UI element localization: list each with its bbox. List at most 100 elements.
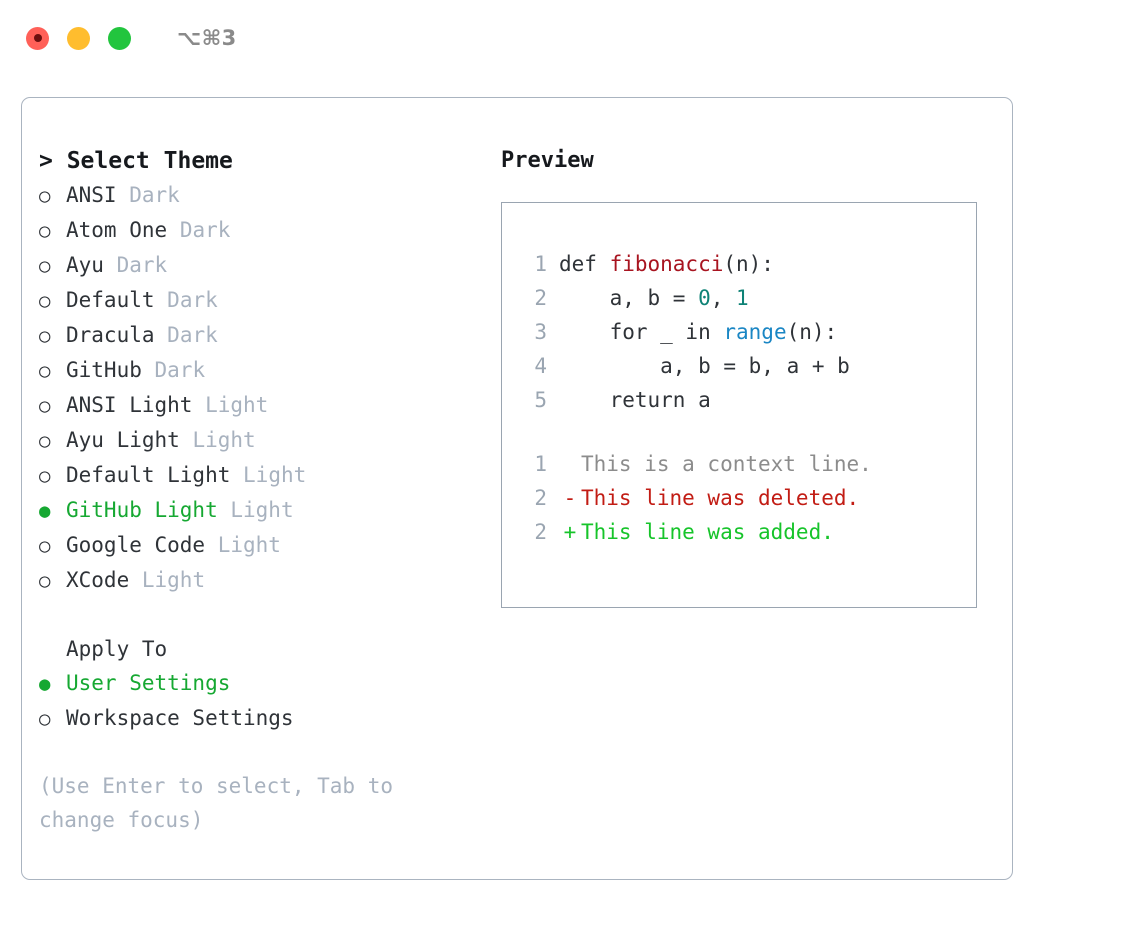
radio-unselected-icon[interactable]: ○ [39,220,51,242]
theme-variant-label: Dark [129,183,180,207]
code-token-plain: (n): [786,320,838,344]
label-separator [218,493,231,527]
radio-unselected-icon[interactable]: ○ [39,290,51,312]
code-line-text: a, b = b, a + b [547,349,850,383]
theme-list-item[interactable]: ○ Atom One Dark [39,213,501,248]
theme-list-item[interactable]: ○ Dracula Dark [39,318,501,353]
code-token-plain: return a [559,388,711,412]
code-line-number: 4 [534,354,547,378]
diff-line-number: 1 [534,452,547,476]
code-line-text: for _ in range(n): [547,315,838,349]
diff-line: 2-This line was deleted. [502,481,976,515]
code-line-number: 3 [534,320,547,344]
theme-name-label: ANSI Light [66,393,193,417]
radio-unselected-icon[interactable]: ○ [39,465,51,487]
radio-selected-icon[interactable]: ● [39,673,51,695]
radio-unselected-icon[interactable]: ○ [39,185,51,207]
theme-name-label: GitHub [66,358,142,382]
radio-selected-icon[interactable]: ● [39,500,51,522]
theme-variant-label: Dark [154,358,206,382]
radio-unselected-icon[interactable]: ○ [39,430,51,452]
main-panel: > Select Theme ○ANSI Dark○Atom One Dark○… [21,97,1013,880]
close-button-icon[interactable] [26,26,49,50]
radio-unselected-icon[interactable]: ○ [39,708,51,730]
radio-unselected-icon[interactable]: ○ [39,535,51,557]
theme-list-item[interactable]: ○ GitHub Dark [39,353,501,388]
theme-name-label: Ayu Light [66,428,180,452]
apply-to-options[interactable]: ● User Settings ○Workspace Settings [39,666,501,736]
diff-line-text: This line was deleted. [581,486,860,510]
theme-list-item[interactable]: ○Ayu Dark [39,248,501,283]
theme-variant-label: Light [141,568,206,592]
label-separator [205,528,218,562]
apply-to-label: User Settings [66,671,231,695]
code-token-call: range [723,320,787,344]
theme-variant-label: Light [205,393,269,417]
theme-list-item[interactable]: ○ Ayu Light Light [39,423,501,458]
theme-variant-label: Dark [167,288,218,312]
theme-selection-column: > Select Theme ○ANSI Dark○Atom One Dark○… [39,144,501,837]
theme-list-item[interactable]: ○ ANSI Dark [39,178,501,213]
code-line-text: return a [547,383,711,417]
label-separator [180,423,193,457]
theme-name-label: XCode [66,568,130,592]
label-separator [167,213,180,247]
theme-name-label: Dracula [66,323,155,347]
theme-list-item[interactable]: ○ XCode Light [39,563,501,598]
code-line: 3 for _ in range(n): [502,315,976,349]
code-token-num: 0 [698,286,711,310]
theme-list[interactable]: ○ANSI Dark○Atom One Dark○Ayu Dark○Defaul… [39,178,501,598]
apply-to-option[interactable]: ● User Settings [39,666,501,701]
theme-name-label: Atom One [66,218,168,242]
diff-line-text: This line was added. [581,520,834,544]
diff-sample: 1 This is a context line. 2-This line was… [502,447,976,549]
radio-unselected-icon[interactable]: ○ [39,570,51,592]
radio-unselected-icon[interactable]: ○ [39,255,51,277]
radio-unselected-icon[interactable]: ○ [39,395,51,417]
code-line: 2 a, b = 0, 1 [502,281,976,315]
code-token-plain: (n): [723,252,774,276]
diff-line-number: 2 [534,486,547,510]
radio-unselected-icon[interactable]: ○ [39,360,51,382]
theme-variant-label: Dark [167,323,218,347]
label-separator [104,248,117,282]
theme-list-item[interactable]: ○Default Dark [39,283,501,318]
panel-columns: > Select Theme ○ANSI Dark○Atom One Dark○… [22,98,1012,837]
label-separator [129,563,142,597]
list-spacer [39,598,501,632]
diff-sign: + [563,520,577,544]
window-controls [26,26,131,50]
label-separator [117,178,130,212]
diff-sign: - [563,486,577,510]
apply-to-option[interactable]: ○Workspace Settings [39,701,501,736]
label-separator [230,458,243,492]
theme-name-label: Default Light [66,463,231,487]
code-token-num: 1 [736,286,749,310]
code-token-plain: a, b = b, a + b [559,354,850,378]
title-bar: ⌥⌘3 [0,0,1140,76]
code-line-number: 2 [534,286,547,310]
theme-list-item[interactable]: ○Default Light Light [39,458,501,493]
select-theme-heading: > Select Theme [39,148,233,174]
label-separator [142,353,155,387]
code-line-text: def fibonacci(n): [547,247,774,281]
minimize-button-icon[interactable] [67,26,90,50]
radio-unselected-icon[interactable]: ○ [39,325,51,347]
diff-line-text: This is a context line. [581,452,872,476]
theme-list-item[interactable]: ○ ANSI Light Light [39,388,501,423]
preview-gap [502,417,976,447]
theme-list-item[interactable]: ●GitHub Light Light [39,493,501,528]
diff-line: 2+This line was added. [502,515,976,549]
keyboard-shortcut-label: ⌥⌘3 [177,26,237,50]
theme-variant-label: Light [217,533,281,557]
theme-variant-label: Light [192,428,256,452]
code-line-number: 1 [534,252,547,276]
code-token-plain: , [710,286,737,310]
theme-variant-label: Dark [179,218,231,242]
apply-to-heading: Apply To [66,637,168,661]
maximize-button-icon[interactable] [108,26,131,50]
theme-list-item[interactable]: ○Google Code Light [39,528,501,563]
theme-name-label: ANSI [66,183,117,207]
